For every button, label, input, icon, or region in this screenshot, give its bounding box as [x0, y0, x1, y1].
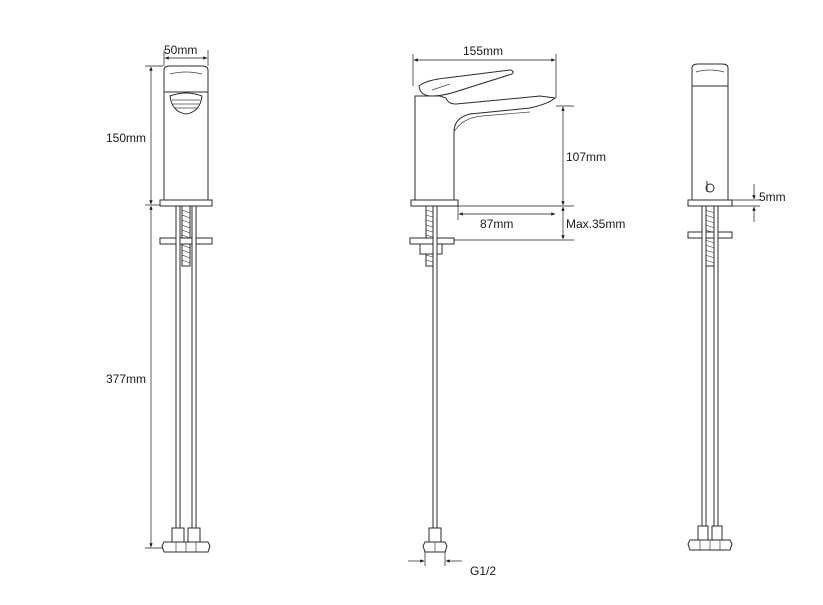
side-deck-dimension: Max.35mm	[454, 206, 625, 241]
side-view: 155mm 107mm	[408, 44, 625, 578]
rear-base-flange	[687, 199, 733, 207]
rear-lever	[691, 63, 729, 87]
side-spout-height-dimension: 107mm	[458, 105, 606, 207]
front-hose-dimension: 377mm	[106, 205, 170, 549]
front-body	[163, 70, 209, 200]
front-lever	[163, 65, 209, 93]
rear-flange-label: 5mm	[759, 190, 786, 204]
rear-hose-nuts	[687, 525, 733, 551]
rear-view: 5mm	[687, 63, 786, 551]
side-thread-dimension: G1/2	[408, 552, 496, 578]
rear-mounting-plate	[687, 231, 733, 239]
side-reach-label: 87mm	[480, 217, 513, 231]
side-deck-label: Max.35mm	[566, 217, 625, 231]
side-reach-dimension: 87mm	[457, 206, 556, 231]
side-thread-label: G1/2	[470, 564, 496, 578]
side-hose	[432, 205, 438, 533]
side-lever	[418, 69, 514, 97]
side-body	[414, 95, 557, 201]
side-mounting-plate	[409, 237, 455, 245]
side-mounting-nut	[419, 243, 443, 255]
rear-flange-dimension: 5mm	[732, 184, 786, 222]
front-width-label: 50mm	[164, 43, 197, 57]
side-length-label: 155mm	[463, 44, 503, 58]
rear-body	[691, 85, 729, 200]
side-base-flange	[410, 199, 459, 207]
side-hose-nut	[422, 527, 448, 553]
front-height-label: 150mm	[106, 131, 146, 145]
front-mounting-plate	[159, 237, 213, 245]
front-aerator	[169, 92, 203, 115]
front-hose-label: 377mm	[106, 372, 146, 386]
front-threaded-rod	[181, 205, 191, 267]
brand-logo-icon	[705, 181, 715, 193]
front-view: 50mm 150mm 377mm	[106, 43, 213, 553]
front-hose-nuts	[161, 527, 211, 553]
front-base-flange	[159, 199, 213, 207]
front-width-dimension: 50mm	[163, 43, 209, 66]
side-length-dimension: 155mm	[412, 44, 557, 98]
side-spout-height-label: 107mm	[566, 150, 606, 164]
front-height-dimension: 150mm	[106, 65, 163, 206]
